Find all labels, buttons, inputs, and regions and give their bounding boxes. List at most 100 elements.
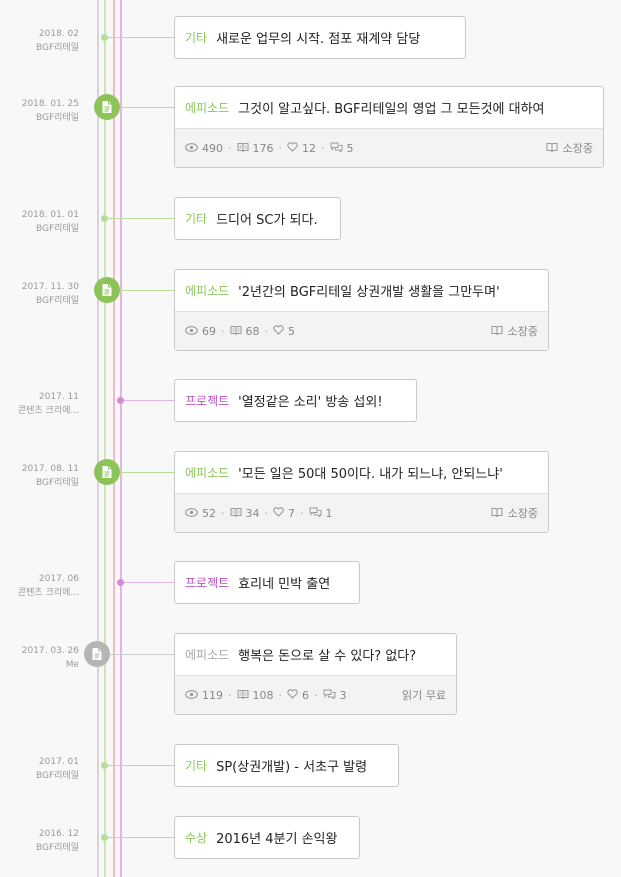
document-icon — [94, 459, 120, 485]
organization: BGF리테일 — [35, 843, 79, 853]
timeline-line-grey — [97, 0, 99, 877]
comments-stat: 5 — [330, 142, 354, 155]
book-icon — [230, 325, 246, 338]
card-title-row: 에피소드'모든 일은 50대 50이다. 내가 되느냐, 안되느냐' — [175, 452, 548, 493]
timeline-card[interactable]: 에피소드'모든 일은 50대 50이다. 내가 되느냐, 안되느냐'52·34·… — [174, 451, 549, 533]
card-title[interactable]: 새로운 업무의 시작. 점포 재계약 담당 — [216, 32, 421, 47]
views-stat: 119 — [185, 689, 223, 702]
entry-connector — [107, 290, 174, 291]
ownership-status: 읽기 무료 — [402, 687, 446, 703]
likes-stat: 5 — [273, 325, 295, 338]
category-label: 수상 — [185, 831, 208, 845]
timeline-card[interactable]: 기타 드디어 SC가 되다. — [174, 197, 341, 240]
card-title-row: 수상 2016년 4분기 손익왕 — [175, 817, 359, 858]
date-text: 2017. 11 — [38, 392, 79, 402]
document-icon — [94, 277, 120, 303]
book-icon — [491, 507, 508, 520]
eye-icon — [185, 325, 202, 338]
timeline-dot — [100, 214, 108, 222]
timeline-card[interactable]: 프로젝트'열정같은 소리' 방송 섭외! — [174, 379, 417, 422]
entry-connector — [120, 400, 174, 401]
entry-connector — [107, 472, 174, 473]
category-label: 기타 — [185, 759, 208, 773]
comment-icon — [323, 689, 340, 702]
organization: 콘텐츠 크리에... — [17, 588, 79, 598]
card-stats-row: 119 · 108 · 6 · 3 읽기 무료 — [175, 675, 456, 714]
card-title[interactable]: SP(상권개발) - 서초구 발령 — [216, 760, 368, 775]
likes-stat: 6 — [287, 689, 309, 702]
stat-separator: · — [221, 506, 225, 520]
stat-separator: · — [314, 688, 318, 702]
category-label: 기타 — [185, 212, 208, 226]
reads-count: 176 — [252, 141, 274, 155]
timeline-dot — [116, 396, 124, 404]
card-title[interactable]: 효리네 민박 출연 — [238, 577, 331, 592]
date-text: 2018. 02 — [38, 29, 79, 39]
likes-count: 6 — [302, 688, 309, 702]
date-text: 2017. 06 — [38, 574, 79, 584]
heart-icon — [273, 506, 288, 520]
views-stat: 69 — [185, 325, 216, 338]
reads-count: 68 — [245, 324, 260, 338]
eye-icon — [185, 689, 202, 702]
comment-icon — [330, 142, 347, 155]
ownership-status: 소장중 — [491, 505, 538, 521]
stat-separator: · — [228, 688, 232, 702]
book-icon — [546, 142, 563, 155]
timeline-dot — [116, 578, 124, 586]
document-icon — [84, 641, 110, 667]
comments-count: 3 — [339, 688, 347, 702]
timeline-card[interactable]: 수상 2016년 4분기 손익왕 — [174, 816, 360, 859]
views-stat: 490 — [185, 142, 223, 155]
card-title[interactable]: '열정같은 소리' 방송 섭외! — [238, 395, 383, 410]
organization: BGF리테일 — [35, 224, 79, 234]
card-title[interactable]: '모든 일은 50대 50이다. 내가 되느냐, 안되느냐' — [238, 467, 503, 482]
views-count: 69 — [202, 324, 216, 338]
status-text: 읽기 무료 — [402, 689, 446, 702]
likes-count: 12 — [302, 141, 316, 155]
status-text: 소장중 — [507, 507, 538, 520]
eye-icon — [185, 507, 202, 520]
stat-separator: · — [321, 141, 325, 155]
card-title-row: 에피소드'2년간의 BGF리테일 상권개발 생활을 그만두며' — [175, 270, 548, 311]
card-title[interactable]: '2년간의 BGF리테일 상권개발 생활을 그만두며' — [238, 285, 500, 300]
stat-separator: · — [228, 141, 232, 155]
organization: BGF리테일 — [35, 478, 79, 488]
card-title-row: 프로젝트'열정같은 소리' 방송 섭외! — [175, 380, 416, 421]
timeline-line-purple — [120, 0, 122, 877]
entry-connector — [107, 107, 174, 108]
card-title-row: 기타 드디어 SC가 되다. — [175, 198, 340, 239]
timeline-card[interactable]: 기타 SP(상권개발) - 서초구 발령 — [174, 744, 399, 787]
stat-separator: · — [278, 688, 283, 702]
card-title[interactable]: 그것이 알고싶다. BGF리테일의 영업 그 모든것에 대하여 — [238, 102, 545, 117]
likes-count: 5 — [288, 324, 295, 338]
card-title[interactable]: 드디어 SC가 되다. — [216, 213, 318, 228]
book-icon — [237, 689, 253, 702]
date-text: 2017. 01 — [38, 757, 79, 767]
reads-stat: 108 — [237, 689, 274, 702]
entry-connector — [104, 37, 174, 38]
stat-separator: · — [300, 506, 304, 520]
book-icon — [230, 507, 246, 520]
views-count: 119 — [202, 688, 223, 702]
timeline-dot — [100, 33, 108, 41]
comment-icon — [309, 507, 326, 520]
card-title[interactable]: 2016년 4분기 손익왕 — [216, 832, 338, 847]
card-title[interactable]: 행복은 돈으로 살 수 있다? 없다? — [238, 649, 417, 664]
date-text: 2017. 08. 11 — [21, 464, 79, 474]
likes-count: 7 — [288, 506, 295, 520]
date-text: 2018. 01. 25 — [21, 99, 79, 109]
